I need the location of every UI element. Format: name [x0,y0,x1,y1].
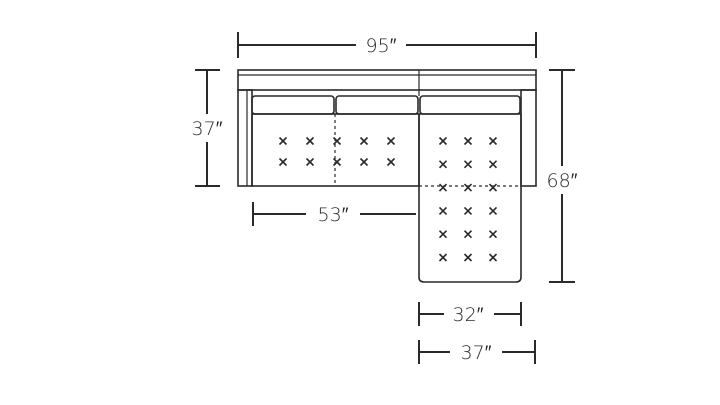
left-arm [237,89,253,187]
right-depth-label: 68″ [547,170,578,192]
chaise-tuft-mark [488,136,498,146]
back-cushion-2 [335,95,419,115]
chaise-tuft-mark [438,206,448,215]
chaise-tuft-mark [438,136,448,146]
back-cushion-1 [251,95,335,115]
chaise-tuft-mark [463,253,473,262]
back-cushion-3 [419,95,521,115]
chaise-tuft-mark [463,136,473,146]
sofa-tuft-mark [386,157,396,167]
right-arm [520,89,537,187]
sofa-seat-width-dimension: 53″ [252,202,416,226]
overall-width-dimension: 95″ [237,32,537,58]
sofa-tuft-mark [332,157,342,167]
sectional-outline [237,69,537,283]
chaise-outer-width-dimension: 37″ [418,340,536,364]
chaise-tuft-mark [488,253,498,262]
back-frame [237,69,537,91]
chaise-tuft-mark [488,183,498,192]
chaise-tuft-mark [438,183,448,192]
sofa-tuft-mark [359,157,369,167]
chaise-tuft-mark [438,253,448,262]
sofa-tuft-mark [305,157,315,167]
sofa-tuft-mark [278,136,288,146]
chaise-inner-width-dimension: 32″ [418,302,522,326]
chaise-inner-width-label: 32″ [453,304,484,326]
chaise-tuft-mark [488,230,498,239]
right-depth-dimension: 68″ [547,69,578,283]
chaise-tuft-mark [488,160,498,169]
chaise-tuft-mark [463,206,473,215]
chaise-tuft-mark [488,206,498,215]
tufting-pattern [278,136,498,262]
sofa-tuft-mark [332,136,342,146]
chaise-tuft-mark [438,230,448,239]
sofa-seat-width-label: 53″ [318,204,349,226]
left-depth-dimension: 37″ [192,69,223,187]
chaise-tuft-mark [463,230,473,239]
chaise-seat [418,113,522,283]
sofa-tuft-mark [278,157,288,167]
chaise-tuft-mark [463,160,473,169]
chaise-tuft-mark [463,183,473,192]
sofa-tuft-mark [359,136,369,146]
chaise-tuft-mark [438,160,448,169]
sofa-tuft-mark [305,136,315,146]
chaise-outer-width-label: 37″ [461,342,492,364]
overall-width-label: 95″ [366,35,397,57]
sofa-tuft-mark [386,136,396,146]
left-depth-label: 37″ [192,118,223,140]
